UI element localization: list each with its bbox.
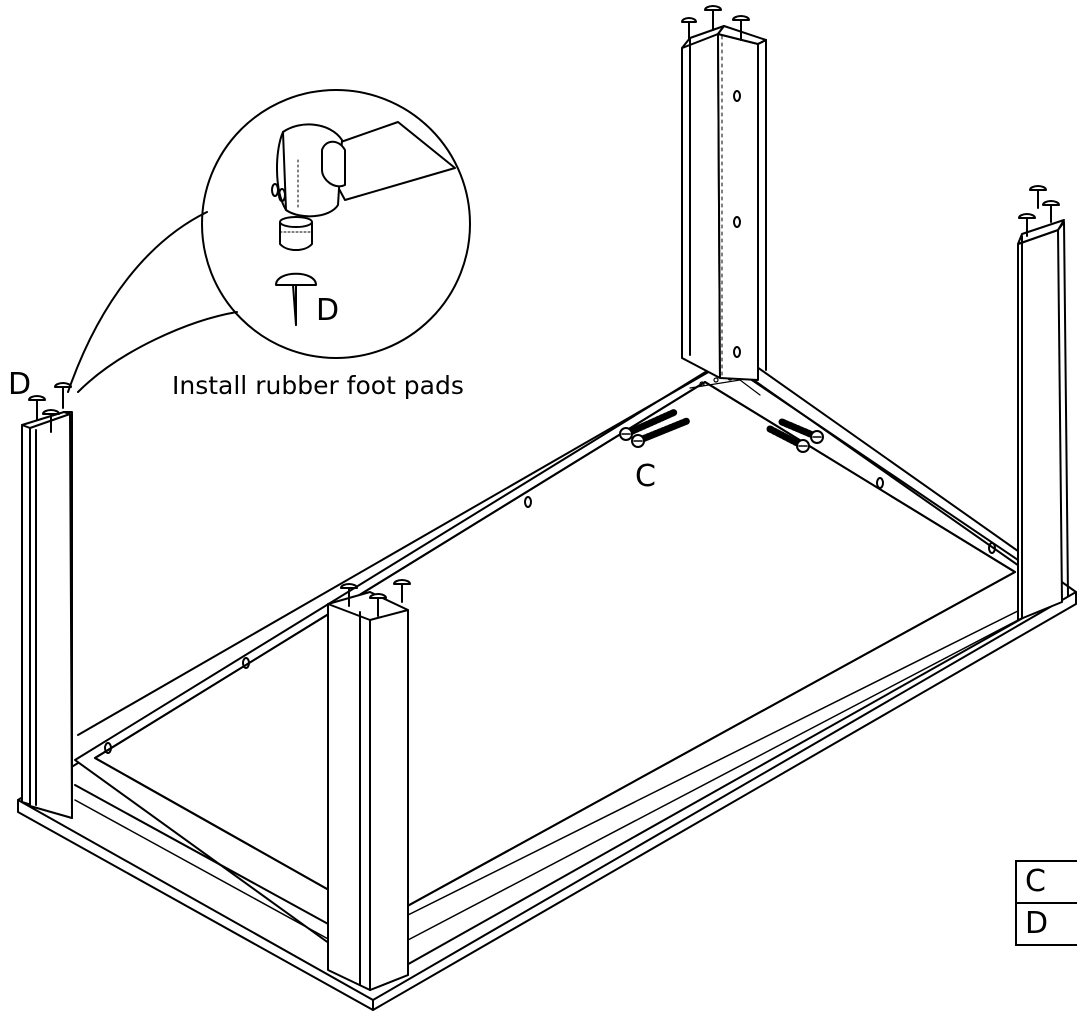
screw [778, 418, 824, 444]
screw [766, 425, 810, 453]
detail-part-label: D [316, 293, 339, 328]
leg-back [681, 25, 767, 381]
screws-c [619, 408, 824, 453]
leg-left [21, 411, 73, 819]
leg-front [327, 591, 409, 991]
foot-pads-front-leg [340, 579, 411, 617]
table-row: C [1016, 861, 1077, 904]
leg-right [1017, 219, 1069, 621]
screw-part-label: C [635, 459, 656, 494]
foot-pads-right-leg [1018, 185, 1060, 237]
instruction-text: Install rubber foot pads [172, 371, 464, 400]
table-row: D [1016, 903, 1077, 946]
foot-pad-nail-icon [275, 272, 317, 326]
screw [631, 417, 691, 448]
hammer-icon [271, 121, 456, 251]
foot-pads-back-leg [681, 5, 750, 41]
foot-pad-part-label: D [8, 367, 31, 402]
screw [619, 408, 679, 441]
parts-table-cell: C [1016, 861, 1077, 904]
parts-table-cell: D [1016, 903, 1077, 946]
apron-frame [74, 359, 1063, 981]
parts-table: C D [1015, 860, 1077, 946]
